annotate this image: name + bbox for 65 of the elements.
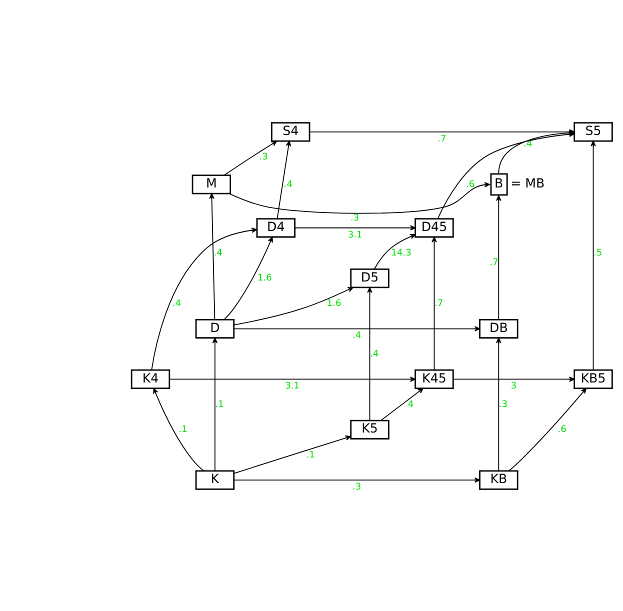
edge-label: 3.1 [348, 230, 362, 240]
edge-label: .4 [172, 298, 182, 308]
arrow [380, 387, 424, 420]
edge-label: .3 [352, 482, 362, 492]
arrow [233, 434, 352, 474]
arrow [496, 337, 502, 471]
node-box: K45 [414, 368, 454, 389]
node-box: M [192, 174, 232, 194]
edge-label: 3 [510, 381, 517, 392]
edge-label: 3.1 [285, 381, 300, 392]
arrow [169, 376, 416, 382]
edge-label: .5 [593, 248, 602, 258]
arrow [153, 387, 204, 471]
node-box: K [195, 470, 235, 490]
arrow [496, 194, 502, 320]
edge-label: .1 [306, 450, 315, 460]
edge-label: .1 [215, 399, 224, 410]
edge-label: .7 [490, 257, 498, 268]
arrow [367, 286, 372, 420]
edge-label: .4 [214, 248, 222, 258]
arrow [437, 131, 575, 219]
edge-label: .7 [434, 298, 444, 308]
edge-label: .3 [259, 152, 268, 162]
node-box: D5 [350, 268, 390, 288]
node-box: KB [479, 470, 518, 490]
arrow [276, 140, 292, 218]
edge-label: .6 [466, 179, 475, 190]
node-box: DB [479, 318, 518, 338]
edge-label: .3 [498, 399, 508, 410]
arrow [234, 286, 354, 325]
edge-label: 1.6 [326, 298, 342, 308]
edge-label: .4 [352, 330, 362, 341]
edge-label: .4 [370, 348, 379, 359]
arrow [212, 337, 218, 471]
edge-label: .7 [438, 134, 446, 144]
arrow [432, 236, 437, 370]
node-box: KB5 [574, 368, 613, 389]
node-box: B [490, 172, 508, 196]
arrow [228, 182, 490, 214]
node-label: = MB [510, 175, 545, 190]
arrow [508, 387, 587, 471]
edge-label: .3 [350, 213, 360, 224]
node-box: S5 [574, 122, 613, 142]
arrow [234, 326, 480, 331]
node-box: K5 [350, 419, 390, 439]
edge-label: .1 [178, 424, 188, 435]
arrow [151, 227, 258, 370]
arrow [224, 140, 278, 176]
node-box: K4 [130, 368, 170, 389]
node-box: D45 [414, 218, 454, 238]
arrow [294, 224, 416, 230]
node-box: D [195, 318, 235, 338]
edge-label: .6 [558, 424, 566, 435]
arrow [452, 376, 575, 382]
node-box: D4 [256, 218, 296, 238]
edge-label: .4 [284, 179, 292, 190]
edge-label: 14.3 [391, 248, 412, 258]
arrow [224, 236, 273, 320]
edge-label: 1.6 [257, 273, 272, 284]
edge-label: 4 [408, 399, 414, 410]
arrow [374, 234, 416, 270]
node-box: S4 [271, 122, 310, 142]
arrow [209, 192, 216, 320]
arrow [234, 476, 480, 482]
arrow [590, 140, 596, 370]
